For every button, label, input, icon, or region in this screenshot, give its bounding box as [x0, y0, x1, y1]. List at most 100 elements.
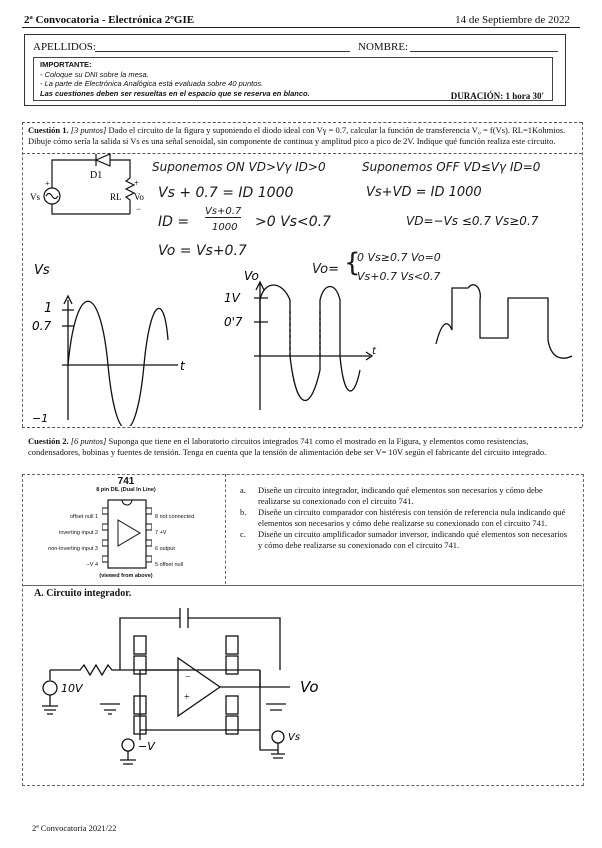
rl-label: RL [110, 192, 122, 202]
hw-on-line-3: Vo = Vs+0.7 [158, 243, 247, 259]
q1-right-border [582, 122, 583, 427]
exam-header-date: 14 de Septiembre de 2022 [455, 14, 570, 26]
q2-item-c-text: Diseñe un circuito amplificador sumador … [258, 529, 568, 550]
diode-icon [94, 153, 131, 178]
q1-statement: Cuestión 1. [3 puntos] Dado el circuito … [28, 125, 576, 146]
apellidos-line [95, 51, 350, 52]
hw-off-line-1: Vs+VD = ID 1000 [366, 185, 482, 200]
hw-on-line-1: Vs + 0.7 = ID 1000 [158, 185, 294, 201]
hw-src-10v: 10V [61, 682, 84, 695]
vsource-10v-icon [42, 680, 58, 696]
hw-src-vs: Vs [288, 732, 300, 743]
ic-pin-1: offset null 1 [69, 514, 98, 520]
ic-pin-3: non-inverting input 3 [48, 546, 98, 552]
ic-left-pins: offset null 1 inverting input 2 non-inve… [48, 509, 98, 573]
ic-subtitle: 8 pin DIL (Dual In Line) [96, 487, 156, 493]
plot2-ylabel: Vo [244, 269, 259, 283]
nombre-line [410, 51, 558, 52]
hw-vo-brace: { [344, 248, 361, 278]
important-line-1: - Coloque su DNI sobre la mesa. [40, 69, 149, 79]
hw-on-line-2a: ID = [158, 214, 190, 230]
ic-name: 741 [117, 476, 135, 487]
q1-title: Cuestión 1. [28, 125, 69, 135]
q2-item-b-letter: b. [240, 507, 247, 517]
q2-item-b: b. Diseñe un circuito comparador con his… [240, 507, 570, 528]
hw-on-line-2b: >0 Vs<0.7 [255, 214, 331, 230]
important-title: IMPORTANTE: [40, 60, 92, 69]
plot1-tick-neg1: −1 [32, 412, 48, 425]
important-line-3: Las cuestiones deben ser resueltas en el… [40, 88, 310, 98]
vsource-vs-icon [271, 730, 285, 744]
ic-pin-2: inverting input 2 [59, 530, 98, 536]
ic-pin-8: 8 not connected [155, 514, 195, 520]
q1-left-border [22, 122, 23, 427]
q2-items: a. Diseñe un circuito integrador, indica… [240, 485, 570, 550]
ic-pin-6: 6 output [155, 546, 175, 552]
exam-header-course: 2ª Convocatoria - Electrónica 2ºGIE [24, 14, 195, 26]
q2-item-c-letter: c. [240, 529, 246, 539]
plot2-tick-07: 0'7 [224, 315, 243, 329]
plot1-ylabel: Vs [34, 263, 50, 278]
vsource-neg-icon [121, 738, 135, 752]
header-rule [22, 27, 580, 28]
hw-on-title: Suponemos ON VD>Vγ ID>0 [152, 160, 326, 174]
q2-item-b-text: Diseñe un circuito comparador con histér… [258, 507, 566, 528]
q2-item-a: a. Diseñe un circuito integrador, indica… [240, 485, 570, 506]
plot1-sine [67, 300, 169, 426]
q2-title: Cuestión 2. [28, 436, 69, 446]
q2-item-a-letter: a. [240, 485, 246, 495]
hw-on-line-2-num: Vs+0.7 [205, 206, 242, 218]
plot1-xlabel: t [180, 359, 186, 373]
q2-item-a-text: Diseñe un circuito integrador, indicando… [258, 485, 543, 506]
ic-pin-5: 5 offset null [155, 562, 184, 568]
ic-pin-7: 7 +V [155, 530, 167, 536]
hw-off-line-2: VD=−Vs ≤0.7 Vs≥0.7 [406, 214, 539, 228]
ic-pin-4: −V 4 [86, 562, 98, 568]
src-plus-label: + [45, 179, 50, 188]
hw-out-vo: Vo [300, 678, 319, 696]
q1-sketches: Vs 1 0.7 −1 t Vo 1V 0'7 t [32, 263, 573, 426]
hw-off-title: Suponemos OFF VD≤Vγ ID=0 [362, 160, 541, 174]
capacitor-icon [179, 608, 189, 628]
resistor-icon [124, 177, 136, 214]
q2-text: Suponga que tiene en el laboratorio circ… [28, 436, 547, 457]
page-footer: 2ª Convocatoria 2021/22 [32, 823, 117, 833]
hw-vo-def: Vo= [312, 262, 339, 277]
q2-answer-box [22, 474, 584, 786]
q2-col-divider [225, 474, 226, 584]
d1-label: D1 [90, 170, 102, 181]
q1-top-rule [22, 122, 582, 123]
apellidos-label: APELLIDOS: [33, 41, 96, 53]
important-line-2: - La parte de Electrónica Analógica está… [40, 79, 264, 88]
hw-vo-case-1: 0 Vs≥0.7 Vo=0 [357, 251, 441, 264]
vs-label: Vs [30, 192, 40, 202]
ic-right-pins: 8 not connected 7 +V 6 output 5 offset n… [155, 509, 194, 573]
integrator-sketch: 10V −V Vo Vs − + [42, 608, 319, 765]
q1-points: [3 puntos] [70, 125, 107, 135]
q2-item-c: c. Diseñe un circuito amplificador sumad… [240, 529, 570, 550]
plot1-tick-07: 0.7 [32, 319, 51, 333]
opamp-sketch-icon [177, 656, 222, 718]
hw-vo-case-2: Vs+0.7 Vs<0.7 [357, 270, 441, 283]
nombre-label: NOMBRE: [358, 41, 409, 53]
plot1-tick-1: 1 [44, 301, 52, 316]
ic-741-figure: 741 8 pin DIL (Dual In Line) offset null… [28, 476, 224, 584]
opamp-icon [117, 519, 141, 547]
hw-on-line-2-den: 1000 [212, 222, 238, 233]
plus-label: + [134, 178, 139, 188]
q2-statement: Cuestión 2. [6 puntos] Suponga que tiene… [28, 436, 576, 457]
section-a-title: A. Circuito integrador. [34, 588, 132, 599]
important-notice: IMPORTANTE: - Coloque su DNI sobre la me… [33, 57, 553, 101]
q1-circuit: D1 Vs RL Vo + − + [30, 153, 144, 215]
plot2-xlabel: t [372, 346, 377, 357]
ic-body [102, 499, 152, 569]
student-id-box: APELLIDOS: NOMBRE: IMPORTANTE: - Coloque… [24, 34, 566, 106]
ic-viewed: (viewed from above) [99, 573, 153, 579]
q1-statement-rule [22, 153, 582, 154]
q1-text: Dado el circuito de la figura y suponien… [28, 125, 566, 146]
q1-bottom-rule [22, 427, 582, 428]
q2-points: [6 puntos] [70, 436, 107, 446]
vo-label: Vo [134, 192, 144, 202]
duration: DURACIÓN: 1 hora 30' [450, 91, 544, 101]
opamp-minus-sign: − [185, 672, 191, 683]
